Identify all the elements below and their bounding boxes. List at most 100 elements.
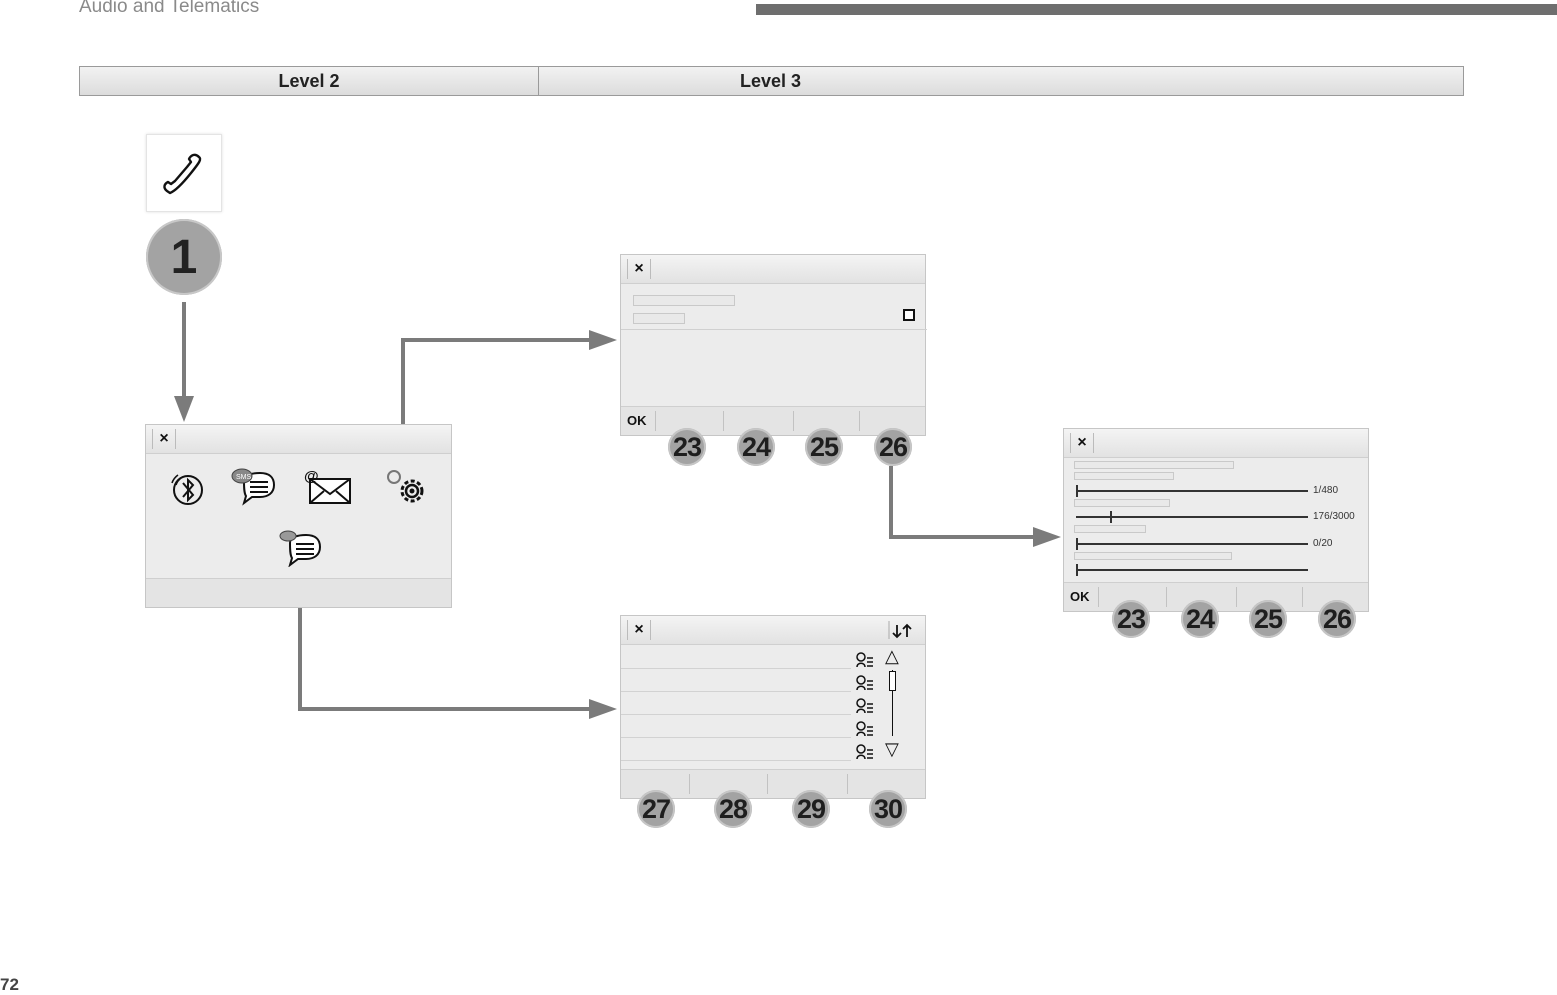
screen-title-bar: × [1064, 429, 1368, 458]
setting-label [1074, 499, 1170, 507]
row-divider [621, 329, 927, 330]
footer-separator [723, 411, 724, 431]
footer-separator [859, 411, 860, 431]
screen-footer [146, 578, 451, 607]
close-icon[interactable]: × [1070, 433, 1094, 453]
messages-menu-screen: × SMS @ [145, 424, 452, 608]
section-title: Audio and Telematics [79, 0, 260, 17]
contact-list-icon[interactable] [855, 721, 875, 742]
footer-separator [1302, 587, 1303, 607]
setting-label [1074, 472, 1174, 480]
contact-list-icon[interactable] [855, 698, 875, 719]
connector-line [401, 338, 591, 342]
settings-badge-26: 26 [1318, 600, 1356, 638]
level-divider [538, 67, 539, 95]
arrow-head-right [1033, 527, 1061, 547]
list-item[interactable] [621, 646, 851, 669]
messages-bubble-icon[interactable] [278, 529, 324, 572]
settings-screen: × 1/480 176/3000 0/20 OK [1063, 428, 1369, 612]
slider-track[interactable] [1076, 516, 1308, 518]
connector-line [298, 578, 302, 711]
connector-line [889, 535, 1034, 539]
page-number: 72 [0, 975, 19, 994]
screen-footer: OK [1064, 582, 1368, 611]
footer-separator [767, 774, 768, 794]
connector-line [889, 466, 893, 539]
sms-bubble-icon[interactable]: SMS [230, 467, 276, 514]
close-icon[interactable]: × [627, 259, 651, 279]
sort-arrows-icon[interactable] [887, 619, 919, 646]
setting-label [1074, 552, 1232, 560]
footer-separator [1236, 587, 1237, 607]
ok-button[interactable]: OK [627, 413, 647, 428]
option-label [633, 295, 735, 306]
scroll-down-arrow[interactable]: ▽ [885, 739, 899, 759]
slider-value: 176/3000 [1313, 511, 1355, 522]
slider-value: 0/20 [1313, 538, 1333, 549]
slider-value: 1/480 [1313, 485, 1339, 496]
options-badge-25: 25 [805, 428, 843, 466]
contact-list-icon[interactable] [855, 675, 875, 696]
phone-handset-icon [163, 153, 202, 195]
settings-gear-icon[interactable] [384, 467, 428, 512]
screen-title-bar: × [146, 425, 451, 454]
list-badge-29: 29 [792, 790, 830, 828]
options-badge-23: 23 [668, 428, 706, 466]
arrow-head-right [589, 330, 617, 350]
footer-separator [655, 411, 656, 431]
slider-track[interactable] [1076, 569, 1308, 571]
connector-line [401, 338, 405, 468]
list-item[interactable] [621, 692, 851, 715]
step-badge-1: 1 [146, 219, 222, 295]
screen-title-bar: × [621, 616, 925, 645]
connector-line [182, 302, 186, 398]
footer-separator [847, 774, 848, 794]
phone-key[interactable] [146, 134, 222, 212]
options-badge-24: 24 [737, 428, 775, 466]
list-badge-30: 30 [869, 790, 907, 828]
list-item[interactable] [621, 715, 851, 738]
contact-list-icon[interactable] [855, 652, 875, 673]
connector-line [298, 707, 591, 711]
slider-handle[interactable] [1110, 511, 1112, 523]
close-icon[interactable]: × [152, 429, 176, 449]
footer-separator [689, 774, 690, 794]
slider-handle[interactable] [1076, 538, 1078, 550]
screen-title-bar: × [621, 255, 925, 284]
svg-text:@: @ [304, 468, 319, 485]
settings-badge-25: 25 [1249, 600, 1287, 638]
scrollbar-track[interactable] [892, 670, 893, 736]
svg-text:SMS: SMS [236, 474, 252, 481]
footer-separator [1166, 587, 1167, 607]
settings-badge-23: 23 [1112, 600, 1150, 638]
bluetooth-icon[interactable] [168, 469, 206, 514]
setting-label [1074, 525, 1146, 533]
level-2-heading: Level 2 [278, 71, 340, 91]
slider-track[interactable] [1076, 543, 1308, 545]
footer-separator [793, 411, 794, 431]
scroll-up-arrow[interactable]: △ [885, 646, 899, 666]
screen-footer: OK [621, 406, 925, 435]
arrow-head-down [174, 396, 194, 422]
setting-label [1074, 461, 1234, 469]
slider-track[interactable] [1076, 490, 1308, 492]
option-value [633, 313, 685, 324]
scrollbar-thumb[interactable] [889, 671, 896, 691]
options-screen: × OK [620, 254, 927, 436]
footer-separator [1098, 587, 1099, 607]
level-header-bar: Level 2 Level 3 [79, 66, 1464, 96]
options-badge-26: 26 [874, 428, 912, 466]
arrow-head-right [589, 699, 617, 719]
message-list-screen: × △ ▽ [620, 615, 926, 799]
close-icon[interactable]: × [627, 620, 651, 640]
slider-handle[interactable] [1076, 485, 1078, 497]
slider-handle[interactable] [1076, 564, 1078, 576]
email-envelope-icon[interactable]: @ [304, 467, 354, 512]
list-item[interactable] [621, 669, 851, 692]
list-badge-28: 28 [714, 790, 752, 828]
ok-button[interactable]: OK [1070, 589, 1090, 604]
contact-list-icon[interactable] [855, 744, 875, 765]
option-checkbox[interactable] [903, 309, 915, 321]
list-item[interactable] [621, 738, 851, 761]
header-rule [756, 4, 1557, 15]
